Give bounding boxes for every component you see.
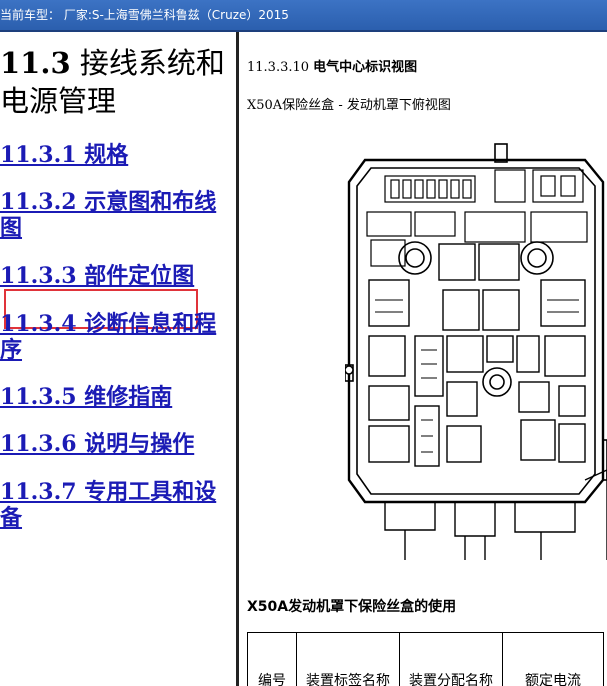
vehicle-header-bar: 当前车型： 厂家:S-上海雪佛兰科鲁兹（Cruze）2015 — [0, 0, 607, 32]
header-cell-rated-current: 额定电流 — [502, 632, 604, 686]
toc-link-repair[interactable]: 11.3.5 维修指南 — [0, 384, 173, 410]
table-header-row: 编号 装置标签名称 装置分配名称 额定电流 — [247, 632, 604, 686]
toc-link-tools[interactable]: 11.3.7 专用工具和设备 — [0, 479, 217, 531]
toc-link-diagnostics[interactable]: 11.3.4 诊断信息和程序 — [0, 311, 217, 363]
toc-panel: 11.3 接线系统和电源管理 11.3.1 规格 11.3.2 示意图和布线图 … — [0, 32, 236, 686]
toc-link-schematics[interactable]: 11.3.2 示意图和布线图 — [0, 189, 217, 241]
usage-table-title: X50A发动机罩下保险丝盒的使用 — [247, 599, 457, 615]
section-heading: 11.3 接线系统和电源管理 — [0, 44, 232, 120]
header-cell-assigned-name: 装置分配名称 — [399, 632, 503, 686]
pane-divider[interactable] — [236, 32, 239, 686]
header-cell-number: 编号 — [247, 632, 297, 686]
toc-link-specifications[interactable]: 11.3.1 规格 — [0, 142, 129, 168]
fuse-box-diagram — [345, 143, 607, 560]
figure-number: 11.3.3.10 — [247, 60, 310, 75]
header-cell-label-name: 装置标签名称 — [296, 632, 400, 686]
content-panel: 11.3.3.10 电气中心标识视图 X50A保险丝盒 - 发动机罩下俯视图 — [239, 32, 607, 686]
fuse-usage-table: 编号 装置标签名称 装置分配名称 额定电流 — [247, 632, 604, 686]
vehicle-label: 当前车型： 厂家:S-上海雪佛兰科鲁兹（Cruze）2015 — [0, 8, 289, 22]
section-title: 接线系统和电源管理 — [0, 46, 225, 118]
toc-link-description[interactable]: 11.3.6 说明与操作 — [0, 431, 195, 457]
toc-link-component-locator[interactable]: 11.3.3 部件定位图 — [0, 263, 195, 289]
selection-highlight — [4, 289, 198, 329]
figure-heading: 11.3.3.10 电气中心标识视图 — [247, 56, 417, 75]
figure-subtitle: X50A保险丝盒 - 发动机罩下俯视图 — [247, 98, 451, 113]
figure-title: 电气中心标识视图 — [313, 60, 418, 75]
section-number: 11.3 — [0, 46, 71, 80]
